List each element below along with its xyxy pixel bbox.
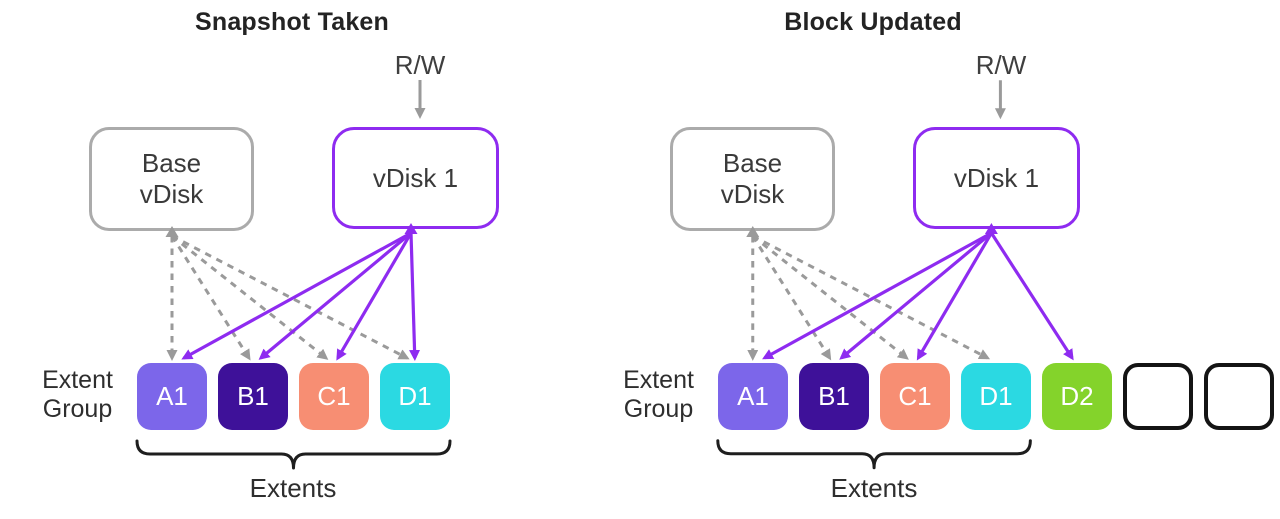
- extent-box-B1: B1: [799, 363, 869, 430]
- base-vdisk-label-line1: Base: [141, 148, 202, 178]
- rw-label: R/W: [394, 50, 446, 80]
- panel-block-updated: Block Updated R/W Base vDisk vDisk 1 Ext…: [581, 0, 1280, 519]
- empty-extent-slot: [1123, 363, 1193, 430]
- vdisk1-label: vDisk 1: [953, 162, 1040, 193]
- extent-box-label: A1: [737, 381, 769, 411]
- extent-box-label: B1: [237, 381, 269, 411]
- extent-box-label: D2: [1060, 381, 1094, 411]
- extent-box-label: D1: [398, 381, 432, 411]
- rw-label: R/W: [975, 50, 1027, 80]
- panel-title: Snapshot Taken: [194, 8, 390, 36]
- base-vdisk-label-line2: vDisk: [139, 179, 204, 209]
- extent-box-label: C1: [317, 381, 351, 411]
- base-vdisk-label-line1: Base: [722, 148, 783, 178]
- base-vdisk-node: Base vDisk: [89, 127, 254, 231]
- extent-box-label: C1: [898, 381, 932, 411]
- extent-box-B1: B1: [218, 363, 288, 430]
- extent-box-A1: A1: [137, 363, 207, 430]
- extent-row: A1 B1 C1 D1 D2: [581, 0, 1280, 519]
- extents-label: Extents: [830, 473, 918, 503]
- extent-box-D2: D2: [1042, 363, 1112, 430]
- extent-group-label: Extent Group: [623, 366, 694, 423]
- vdisk1-label: vDisk 1: [372, 162, 459, 193]
- base-vdisk-node: Base vDisk: [670, 127, 835, 231]
- extent-box-label: D1: [979, 381, 1013, 411]
- extent-box-label: A1: [156, 381, 188, 411]
- extent-box-C1: C1: [880, 363, 950, 430]
- extent-box-A1: A1: [718, 363, 788, 430]
- extent-box-label: B1: [818, 381, 850, 411]
- vdisk1-node: vDisk 1: [913, 127, 1080, 229]
- empty-extent-slot: [1204, 363, 1274, 430]
- extents-label: Extents: [249, 473, 337, 503]
- panel-title: Block Updated: [784, 8, 962, 36]
- extent-box-D1: D1: [380, 363, 450, 430]
- extent-box-D1: D1: [961, 363, 1031, 430]
- extent-group-label: Extent Group: [42, 366, 113, 423]
- extent-box-C1: C1: [299, 363, 369, 430]
- extent-row: A1 B1 C1 D1: [137, 363, 450, 430]
- base-vdisk-label-line2: vDisk: [720, 179, 785, 209]
